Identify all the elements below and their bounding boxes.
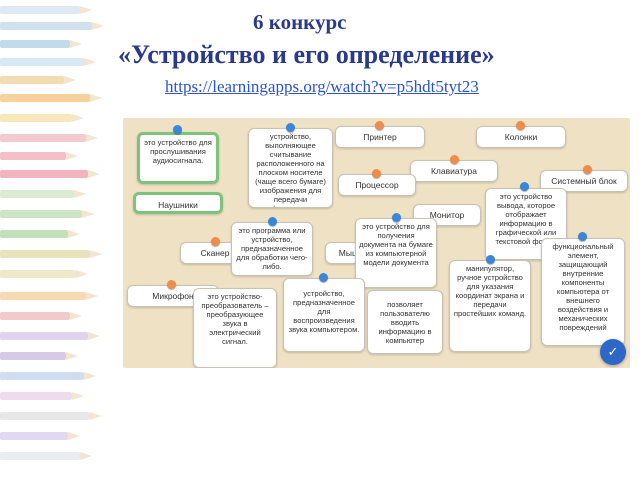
card-description-monitor[interactable]: это устройство вывода, которое отображае… [485,188,567,260]
pencils-decoration [0,0,110,480]
pin [486,255,495,264]
pin [167,280,176,289]
pencil [0,312,82,320]
pencil [0,452,92,460]
pencil [0,114,84,122]
card-description-system-unit[interactable]: функциональный элемент, защищающий внутр… [541,238,625,346]
pencil [0,292,98,300]
contest-subtitle: «Устройство и его определение» [118,40,495,69]
card-description-speakers[interactable]: устройство, предназначенное для воспроиз… [283,278,365,352]
pencil [0,352,78,360]
card-text: устройство, выполняющее считывание распо… [255,132,326,207]
matching-board: это устройство для прослушивания аудиоси… [123,118,630,368]
card-text: Процессор [355,180,399,190]
pencil [0,190,86,198]
pin [392,213,401,222]
pencil [0,170,100,178]
card-text: это устройство для прослушивания аудиоси… [144,138,212,165]
card-text: Клавиатура [430,166,478,176]
card-text: устройство, предназначенное для воспроиз… [288,289,360,334]
card-text: позволяет пользователю вводить информаци… [378,300,432,345]
card-text: Монитор [429,210,465,220]
card-description-keyboard[interactable]: позволяет пользователю вводить информаци… [367,290,443,354]
card-text: это программа или устройство, предназнач… [236,226,308,271]
pencil [0,412,102,420]
pencil [0,230,80,238]
pencil [0,392,84,400]
pencil [0,332,100,340]
pencil [0,270,88,278]
pencil [0,22,104,30]
card-text: манипулятор, ручное устройство для указа… [453,264,527,318]
pin [450,155,459,164]
card-description-processor[interactable]: это программа или устройство, предназнач… [231,222,313,276]
card-text: это устройство-преобразователь – преобра… [201,292,269,346]
pin [578,232,587,241]
learningapps-link[interactable]: https://learningapps.org/watch?v=p5hdt5t… [165,77,479,96]
pencil [0,432,80,440]
card-text: функциональный элемент, защищающий внутр… [552,242,614,332]
card-term-headphones[interactable]: Наушники [133,192,223,214]
pin [173,125,182,134]
card-text: Сканер [200,248,230,258]
contest-title: 6 конкурс [253,10,347,34]
card-text: Колонки [504,132,538,142]
pencil [0,76,76,84]
pin [319,273,328,282]
pencil [0,94,102,102]
card-text: это устройство для получения документа н… [359,222,433,267]
pencil [0,210,94,218]
pencil [0,372,96,380]
card-description-microphone[interactable]: это устройство-преобразователь – преобра… [193,288,277,368]
card-description-printer[interactable]: это устройство для получения документа н… [355,218,437,288]
check-icon: ✓ [607,344,619,359]
pencil [0,40,82,48]
pencil [0,134,98,142]
pencil [0,250,102,258]
card-text: Системный блок [551,176,617,186]
pin [520,182,529,191]
pin [268,217,277,226]
card-text: Микрофон [152,291,194,301]
card-text: Наушники [158,200,198,210]
pin [583,165,592,174]
card-description-scanner[interactable]: устройство, выполняющее считывание распо… [248,128,333,208]
pin [516,121,525,130]
pencil [0,58,96,66]
card-description-headphones[interactable]: это устройство для прослушивания аудиоси… [137,132,219,184]
pin [286,123,295,132]
pin [211,237,220,246]
card-description-mouse[interactable]: манипулятор, ручное устройство для указа… [449,260,531,352]
card-text: Мышь [338,248,364,258]
pencil [0,152,78,160]
pencil [0,6,92,14]
pin [372,169,381,178]
card-text: это устройство вывода, которое отображае… [495,192,557,246]
check-answers-button[interactable]: ✓ [600,339,626,365]
pin [375,121,384,130]
card-text: Принтер [363,132,397,142]
